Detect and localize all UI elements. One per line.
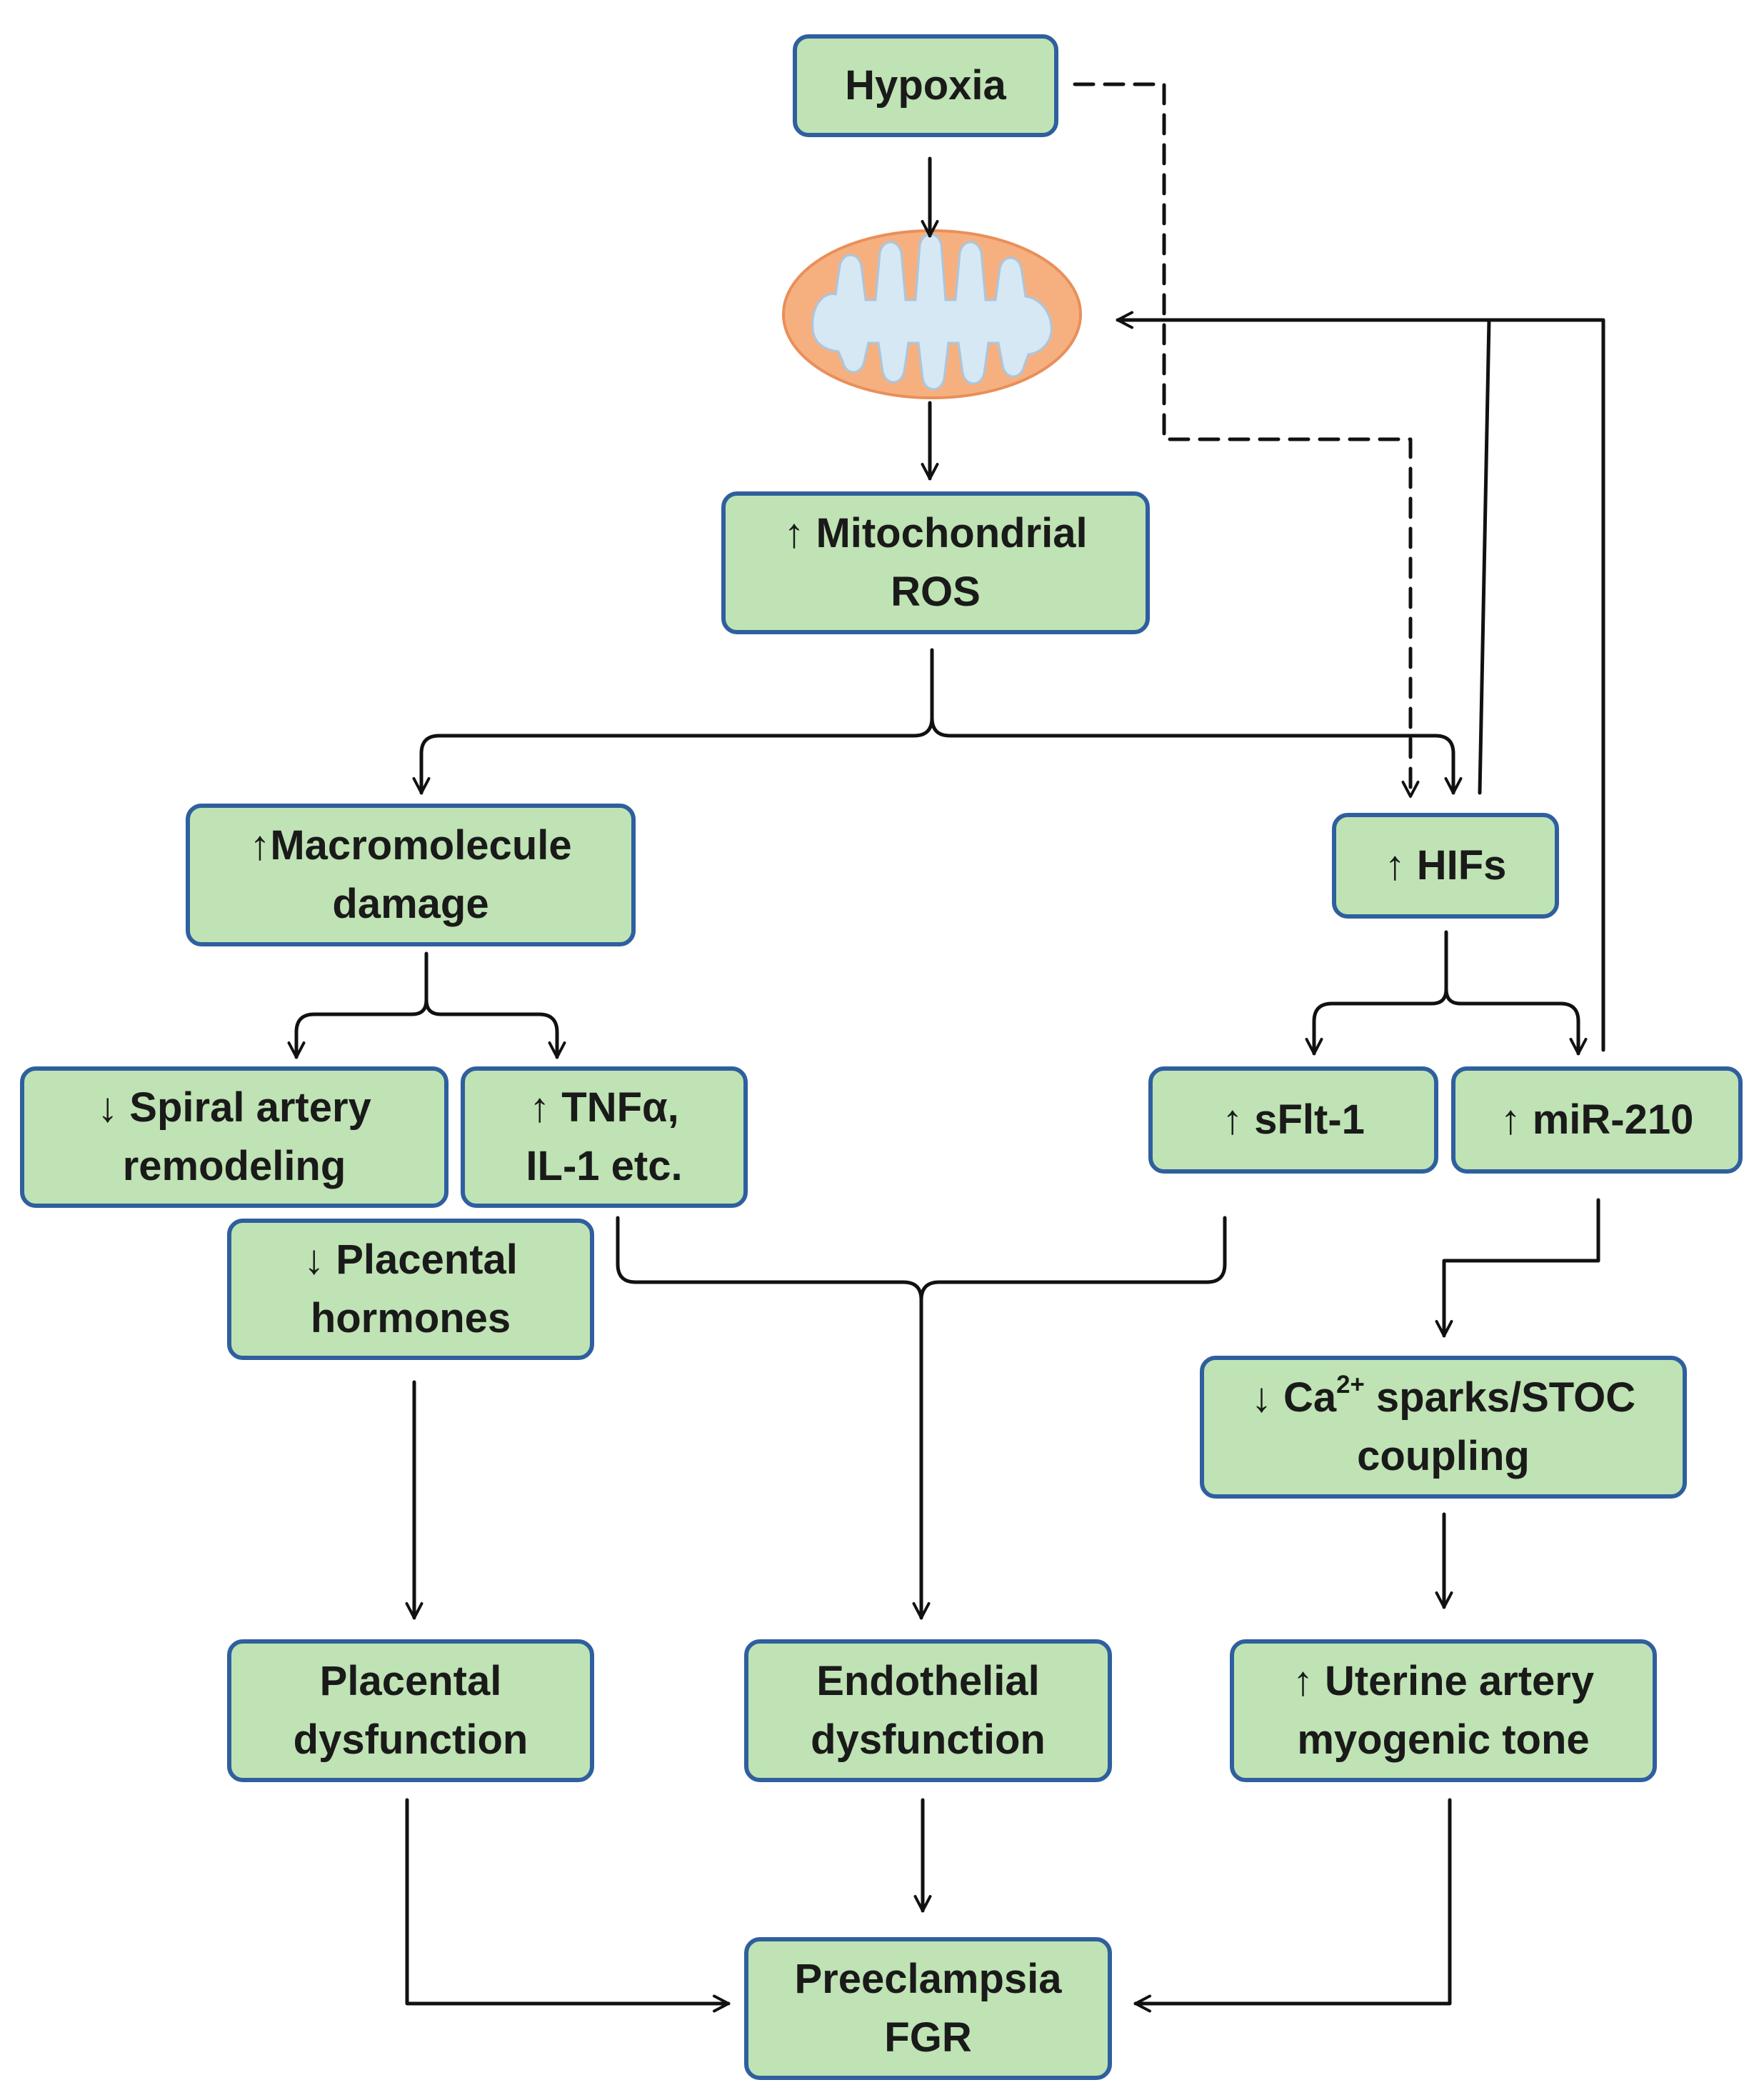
spiral-line1: ↓ Spiral artery <box>97 1084 371 1131</box>
hypoxia-box: Hypoxia <box>793 34 1058 137</box>
bracket-hifs-left <box>1305 930 1448 1056</box>
tnf-line1: ↑ TNFα, <box>529 1084 679 1131</box>
endothelial-line1: Endothelial <box>816 1657 1040 1704</box>
bracket-ros-split <box>412 648 934 795</box>
arrow-hifs-mito <box>1116 311 1491 795</box>
bracket-ros-right <box>930 716 1463 795</box>
spiral-artery-box: ↓ Spiral artery remodeling <box>20 1066 448 1208</box>
sflt-box: ↑ sFlt-1 <box>1148 1066 1438 1174</box>
arrow-mir210-mito <box>1487 318 1605 1052</box>
hifs-label: ↑ HIFs <box>1384 841 1507 889</box>
arrow-placental-outcome <box>405 1798 731 2013</box>
mitochondrion-icon <box>782 229 1082 399</box>
ca-line2: coupling <box>1357 1433 1530 1479</box>
macromolecule-line2: damage <box>332 881 489 927</box>
placental-dysfunction-box: Placental dysfunction <box>227 1639 594 1782</box>
preeclampsia-fgr-box: Preeclampsia FGR <box>744 1937 1112 2080</box>
uterine-line1: ↑ Uterine artery <box>1292 1657 1595 1704</box>
sflt-label: ↑ sFlt-1 <box>1222 1096 1365 1143</box>
mitochondrial-ros-line1: ↑ Mitochondrial <box>783 509 1088 556</box>
mitochondrial-ros-box: ↑ Mitochondrial ROS <box>721 491 1150 634</box>
tnf-box: ↑ TNFα, IL-1 etc. <box>461 1066 748 1208</box>
hormones-line2: hormones <box>310 1295 511 1341</box>
outcome-line2: FGR <box>884 2014 972 2061</box>
bracket-macro-left <box>287 951 429 1059</box>
mitochondrial-ros-line2: ROS <box>891 569 981 615</box>
mir210-label: ↑ miR-210 <box>1500 1096 1694 1143</box>
placental-hormones-box: ↓ Placental hormones <box>227 1219 594 1360</box>
ca-sparks-box: ↓ Ca2+ sparks/STOC coupling <box>1200 1356 1687 1499</box>
tnf-line2: IL-1 etc. <box>526 1143 683 1189</box>
endothelial-line2: dysfunction <box>811 1716 1046 1763</box>
hypoxia-label: Hypoxia <box>845 61 1006 109</box>
mir210-box: ↑ miR-210 <box>1451 1066 1743 1174</box>
uterine-line2: myogenic tone <box>1297 1716 1590 1763</box>
arrow-mir210-ca <box>1435 1198 1600 1338</box>
bracket-hifs-right <box>1444 987 1588 1056</box>
arrow-uterine-outcome <box>1133 1798 1452 2013</box>
hormones-line1: ↓ Placental <box>304 1236 518 1283</box>
placental-dysfunction-line2: dysfunction <box>293 1716 528 1763</box>
spiral-line2: remodeling <box>122 1143 346 1189</box>
uterine-artery-box: ↑ Uterine artery myogenic tone <box>1230 1639 1657 1782</box>
outcome-line1: Preeclampsia <box>794 1955 1062 2002</box>
arrow-hypoxia-hifs-dashed <box>1073 82 1420 799</box>
endothelial-dysfunction-box: Endothelial dysfunction <box>744 1639 1112 1782</box>
macromolecule-damage-box: ↑Macromolecule damage <box>186 804 636 946</box>
bracket-endothelial-left <box>616 1216 931 1620</box>
bracket-endothelial-right <box>919 1216 1227 1302</box>
hifs-box: ↑ HIFs <box>1332 813 1559 919</box>
ca-line1: ↓ Ca2+ sparks/STOC <box>1251 1370 1636 1421</box>
bracket-macro-right <box>424 998 566 1059</box>
macromolecule-line1: ↑Macromolecule <box>249 821 572 869</box>
placental-dysfunction-line1: Placental <box>319 1657 502 1704</box>
